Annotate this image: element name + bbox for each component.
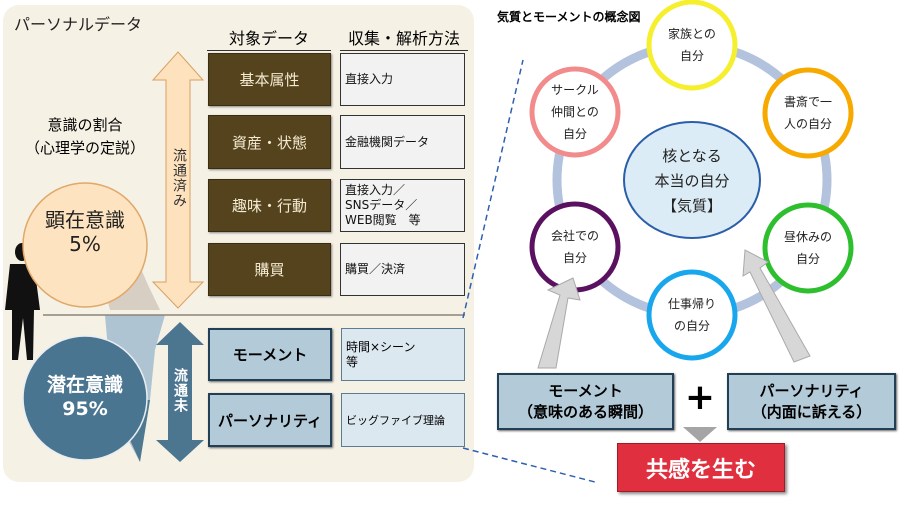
- self-lunch-break-label: 昼休みの自分: [763, 226, 853, 270]
- method-cell: 直接入力: [340, 53, 465, 106]
- method-text: SNSデータ／: [345, 198, 418, 212]
- plus-icon: +: [684, 377, 716, 418]
- self-family-circle: [646, 0, 738, 91]
- core-line: 核となる: [662, 147, 722, 165]
- circulated-label: 流通済み: [171, 148, 187, 208]
- method-text: 直接入力: [345, 72, 394, 86]
- target-basic-attributes: 基本属性: [208, 53, 331, 106]
- ratio-sublabel: （心理学の定説）: [24, 139, 145, 157]
- self-label-line: 人の自分: [783, 117, 832, 131]
- self-family-label: 家族との自分: [647, 23, 737, 67]
- method-cell: 時間×シーン等: [341, 328, 465, 381]
- uncirculated-label: 流通未: [172, 368, 188, 413]
- method-text: ビッグファイブ理論: [346, 413, 445, 427]
- self-label-line: 自分: [795, 252, 820, 266]
- personal-data-title: パーソナルデータ: [14, 15, 143, 34]
- self-label-line: 自分: [562, 127, 587, 141]
- uncirculated-arrow: [156, 322, 204, 462]
- empathy-result-box: 共感を生む: [617, 443, 785, 492]
- self-lunch-break-circle: [762, 202, 854, 294]
- core-line: 本当の自分: [654, 172, 730, 190]
- personality-arrow: [742, 249, 811, 363]
- ratio-label: 意識の割合: [47, 116, 123, 134]
- method-cell: 金融機関データ: [340, 115, 465, 169]
- method-cell: 購買／決済: [340, 243, 465, 296]
- self-study-alone-circle: [762, 67, 854, 159]
- conscious-label: 顕在意識: [45, 208, 125, 232]
- personality-box: パーソナリティ （内面に訴える）: [727, 373, 896, 430]
- core-ellipse: [623, 121, 761, 239]
- self-label-line: 会社での: [550, 229, 599, 243]
- conscious-circle: [22, 182, 148, 308]
- method-text: 金融機関データ: [345, 134, 430, 149]
- self-label-line: の自分: [673, 319, 710, 333]
- method-text: 購買／決済: [345, 262, 406, 276]
- method-text: WEB閲覧 等: [345, 213, 421, 227]
- target-data-header: 対象データ: [207, 25, 331, 51]
- moment-arrow: [537, 277, 581, 369]
- method-text: 時間×シーン: [346, 339, 416, 354]
- moment-subtitle: （意味のある瞬間）: [517, 402, 653, 421]
- down-triangle: [683, 427, 717, 442]
- self-label-line: 自分: [679, 49, 704, 63]
- self-study-alone-label: 書斎で一人の自分: [763, 91, 853, 135]
- target-purchase: 購買: [208, 243, 331, 296]
- self-at-company-label: 会社での自分: [530, 225, 620, 269]
- circulated-arrow: [151, 51, 205, 309]
- method-header: 収集・解析方法: [340, 25, 468, 51]
- target-hobbies: 趣味・行動: [208, 179, 331, 232]
- connector-line: [462, 447, 596, 483]
- conscious-pct: 5%: [69, 232, 101, 256]
- target-moment: モーメント: [208, 328, 332, 381]
- personality-title: パーソナリティ: [759, 381, 864, 400]
- target-personality: パーソナリティ: [208, 393, 332, 447]
- concept-title: 気質とモーメントの概念図: [497, 10, 641, 24]
- core-line: 【気質】: [661, 197, 722, 215]
- moment-box: モーメント （意味のある瞬間）: [497, 373, 674, 430]
- self-label-line: 自分: [562, 251, 587, 265]
- connector-line: [462, 59, 524, 319]
- method-text: 等: [346, 354, 359, 369]
- self-label-line: 仲間との: [551, 105, 599, 119]
- self-label-line: 昼休みの: [783, 230, 832, 244]
- self-circle-friends-circle: [529, 66, 621, 158]
- self-label-line: 書斎で一: [783, 95, 832, 109]
- subconscious-pct: 95%: [62, 398, 108, 420]
- personality-subtitle: （内面に訴える）: [751, 402, 872, 421]
- moment-title: モーメント: [548, 381, 623, 400]
- self-label-line: 家族との: [668, 27, 716, 41]
- self-label-line: 仕事帰り: [667, 297, 716, 311]
- method-text: 直接入力／: [345, 183, 406, 197]
- self-label-line: サークル: [551, 83, 599, 97]
- subconscious-circle: [22, 335, 148, 461]
- method-cell: 直接入力／SNSデータ／WEB閲覧 等: [340, 179, 465, 232]
- self-after-work-circle: [646, 269, 738, 361]
- method-cell: ビッグファイブ理論: [341, 393, 465, 447]
- self-circle-friends-label: サークル仲間との自分: [530, 79, 620, 145]
- subconscious-label: 潜在意識: [46, 374, 123, 396]
- target-assets: 資産・状態: [208, 115, 331, 169]
- self-after-work-label: 仕事帰りの自分: [647, 293, 737, 337]
- core-self-text: 核となる 本当の自分 【気質】: [632, 144, 752, 219]
